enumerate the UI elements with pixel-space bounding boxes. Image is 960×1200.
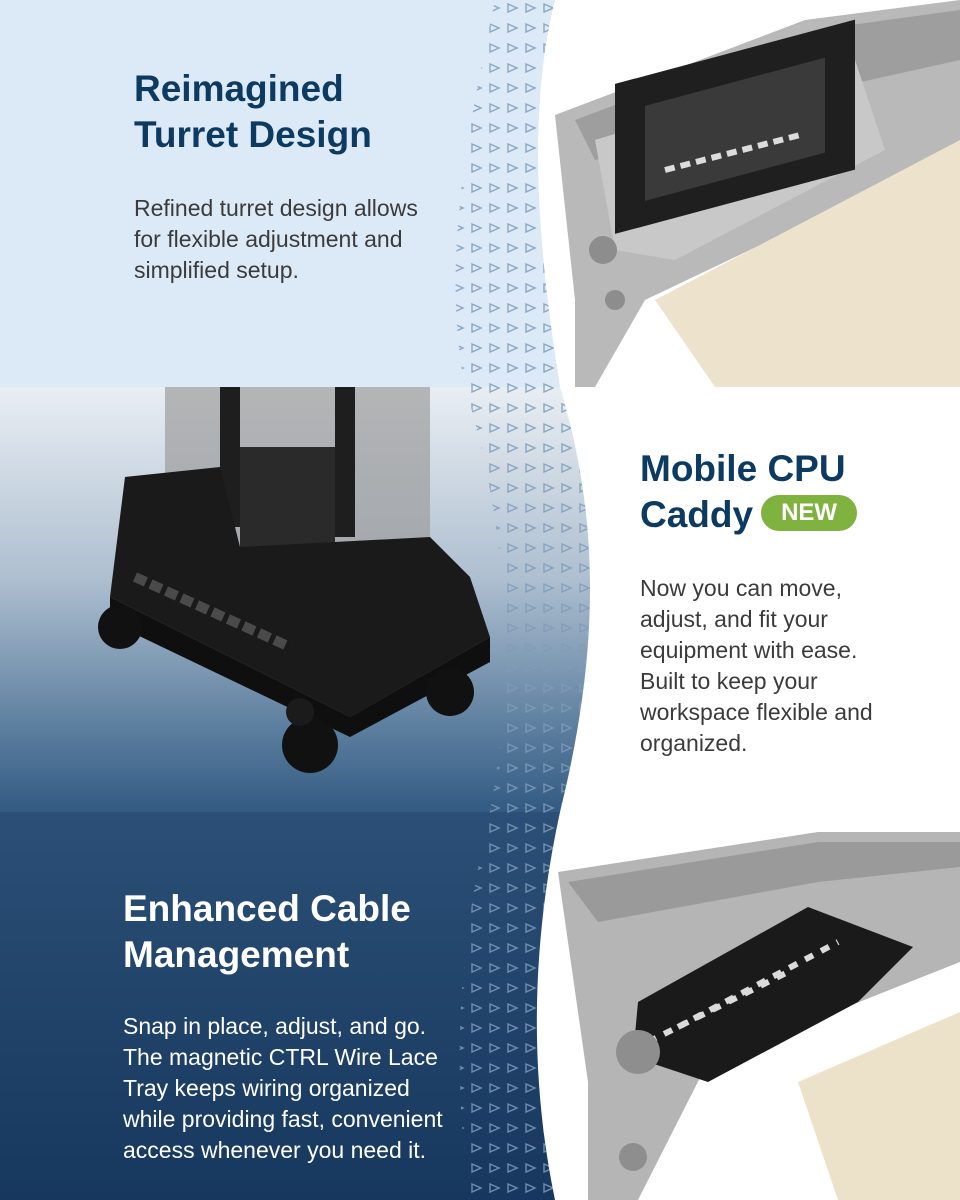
turret-description: Refined turret design allows for flexibl…	[134, 193, 494, 286]
caddy-title-line2: Caddy	[640, 494, 754, 535]
cable-body-line3: Tray keeps wiring organized	[123, 1075, 410, 1101]
caddy-body-line6: organized.	[640, 730, 748, 756]
triangle-pattern	[455, 0, 590, 1200]
caddy-title-line1: Mobile CPU	[640, 448, 846, 489]
cpu-caddy-product-image	[98, 387, 490, 773]
cable-tray-product-image	[558, 832, 960, 1200]
caddy-description: Now you can move, adjust, and fit your e…	[640, 573, 950, 759]
turret-body-line3: simplified setup.	[134, 257, 299, 283]
cable-body-line2: The magnetic CTRL Wire Lace	[123, 1044, 438, 1070]
caddy-body-line2: adjust, and fit your	[640, 606, 828, 632]
caddy-body-line5: workspace flexible and	[640, 699, 873, 725]
cable-body-line5: access whenever you need it.	[123, 1137, 427, 1163]
cable-title-line2: Management	[123, 934, 350, 975]
turret-body-line1: Refined turret design allows	[134, 195, 418, 221]
cable-body-line4: while providing fast, convenient	[123, 1106, 443, 1132]
turret-text-block: Reimagined Turret Design Refined turret …	[134, 66, 494, 286]
cable-title-line1: Enhanced Cable	[123, 888, 411, 929]
caddy-body-line1: Now you can move,	[640, 575, 842, 601]
cable-text-block: Enhanced Cable Management Snap in place,…	[123, 886, 513, 1166]
cable-title: Enhanced Cable Management	[123, 886, 513, 978]
caddy-text-panel	[560, 387, 960, 812]
turret-body-line2: for flexible adjustment and	[134, 226, 403, 252]
caddy-body-line4: Built to keep your	[640, 668, 818, 694]
caddy-body-line3: equipment with ease.	[640, 637, 858, 663]
turret-title-line1: Reimagined	[134, 68, 344, 109]
turret-title-line2: Turret Design	[134, 114, 372, 155]
cable-description: Snap in place, adjust, and go. The magne…	[123, 1011, 513, 1166]
cable-body-line1: Snap in place, adjust, and go.	[123, 1013, 427, 1039]
turret-product-image	[555, 0, 960, 387]
new-badge: NEW	[761, 495, 858, 532]
turret-title: Reimagined Turret Design	[134, 66, 494, 158]
